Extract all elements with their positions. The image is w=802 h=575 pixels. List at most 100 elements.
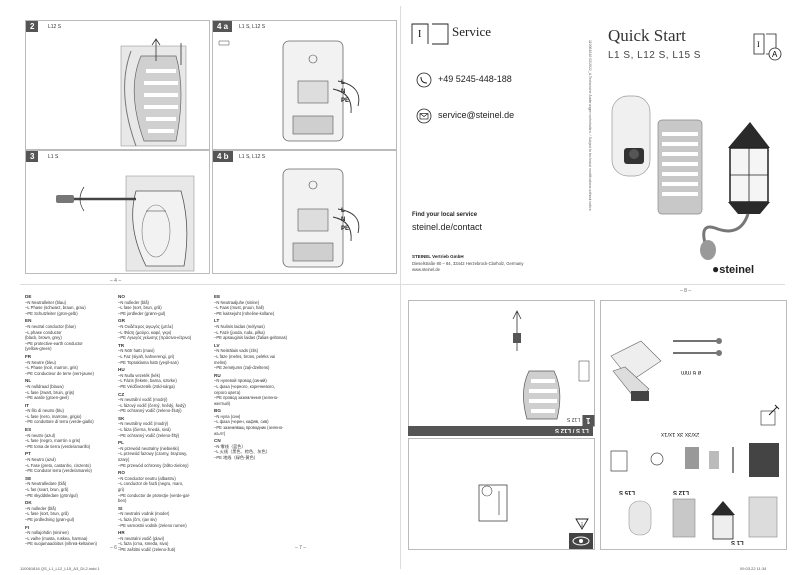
wire-description-line: –N Neutro (azul) [25,457,56,463]
find-service-label: Find your local service [412,212,478,218]
wire-description-line: –L fase (sort, brun, grå) [25,511,69,517]
wire-description-line: (yellow-green) [25,346,52,352]
footer-date: 09.03.22 11:34 [740,566,767,571]
step-label: L1 S, L12 S [239,24,266,30]
wire-description-line: –N Conductor neutru (albastru) [118,475,176,481]
illustration-lamp-cover [120,38,187,147]
svg-text:!: ! [581,520,583,527]
fold-line-horizontal [20,284,785,285]
wire-description-line: –PE провод заземления (зелено- [214,395,279,401]
step-number: 1 [581,415,594,426]
service-url[interactable]: steinel.de/contact [412,222,483,232]
language-code: FI [25,524,30,530]
step-number: 4 b [213,151,233,162]
phone-icon [416,72,432,88]
wire-description-line: –PE jordleder (grønn-gul) [118,310,166,316]
wire-description-line: –N Neitrālais vads (zils) [214,348,258,354]
company-name: STEINEL Vertrieb GmbH [412,254,464,259]
wire-description-line: –PE kaitsejuht (roheline-kollane) [214,310,275,316]
language-code: DK [25,500,32,506]
page-marker-4: – 4 – [110,278,122,284]
wire-label-pe: PE [341,226,350,232]
wire-description-line: –N нула (син) [214,413,241,419]
language-code: EE [214,294,221,299]
svg-text:I: I [757,40,760,49]
language-code: RO [118,470,125,476]
wire-description-line: –L fāze (melns, brūns, pelēks vai [214,353,276,359]
dimension-label: ø 6 mm [681,369,702,375]
wire-description-line: –N nevtralni vodnik (moder) [118,511,170,517]
language-code: LV [214,342,220,348]
model-label-l12s: L12 S [673,489,690,495]
wire-description-line: –L fase (sort, brun, grå) [118,305,162,311]
wire-description-line: –N nollajohdin (sininen) [25,530,69,536]
language-code: SK [118,415,125,421]
illustration-warning [478,484,508,522]
wire-label-n: N [341,89,346,95]
service-phone[interactable]: +49 5245-448-188 [438,74,512,84]
cover-panel: Quick Start L1 S, L12 S, L15 S I A ●stei… [600,18,790,278]
wire-description-line: –L Faz (siyah, kahverengi, gri) [118,353,175,359]
wire-description-line: –N Nulinis laidas (mėlynas) [214,323,265,329]
brand-name: steinel [719,264,755,276]
language-code: SI [118,505,123,511]
wire-description-line: –PE toma de tierra (verde/amarillo) [25,443,91,449]
wire-description-line: –N Ουδέτερος αγωγός (μπλε) [118,323,174,329]
wire-description-line: –PE jordledning (grøn-gul) [25,516,75,522]
service-email[interactable]: service@steinel.de [438,110,515,120]
wire-description-line: –L vaihe (musta, ruskea, harmaa) [25,535,88,541]
wire-description-line: –N 零线（蓝色） [214,443,246,449]
wire-label-l: L [341,80,345,86]
screw-count-label: 2x/3x 3x 1x/1x [661,431,700,437]
wire-description-line: –L 火线（黑色、棕色、灰色） [214,449,270,455]
language-code: PL [118,440,124,446]
wire-description-line: серого цвета) [214,389,241,395]
cover-subtitle: L1 S, L12 S, L15 S [608,50,701,61]
language-column-2: NO–N nulleder (blå)–L fase (sort, brun, … [118,292,210,553]
step-panel-2: 2 L12 S [25,20,210,150]
brand-dot-icon: ● [712,262,720,276]
wire-description-line: –PE Αγωγός γείωσης (πράσινο-κίτρινο) [118,335,192,341]
wire-description-line: –L Fazė (juoda, ruda, pilka) [214,329,265,335]
wire-label-l: L [341,208,345,214]
language-code: FR [25,353,32,359]
wire-description-line: –N neutrálny vodič (modrý) [118,421,169,427]
step-label: L12 S [48,24,62,30]
cover-title: Quick Start [608,26,686,45]
wire-description-line: –L Φάση (μαύρο, καφέ, γκρι) [118,329,172,335]
wire-description-line: –L fas (svart, brun, grå) [25,487,69,492]
wire-description-line: szary) [118,457,130,463]
illustration-screw-removal [512,310,590,420]
email-icon [416,108,432,124]
service-title: Service [452,24,491,39]
language-code: GR [118,318,125,324]
wire-description-line: –L fase (negro, marrón o gris) [25,438,81,444]
step-number: 2 [26,21,39,32]
wire-description-line: –PE ochranný vodič (zeleno-žlutý) [118,408,182,414]
wire-description-line: –L conductor de fază (negru, maro, [118,481,184,487]
wire-description-line: –L przewód fazowy (czarny, brązowy, [118,451,188,457]
wire-description-line: –L fase (nero, marrone, grigio) [25,413,82,419]
language-code: BG [214,408,221,414]
page-marker-7: – 7 – [295,545,307,551]
language-code: EN [25,318,32,324]
wire-description-line: –N neutralni vodič (plavi) [118,535,165,541]
language-code: RU [214,372,221,378]
wire-description-line: –PE Védővezeték (zöld-sárga) [118,383,175,389]
wire-description-line: –PE Schutzleiter (grün-gelb) [25,310,78,316]
wire-description-line: –PE 地线（绿色-黄色） [214,455,258,461]
svg-text:A: A [772,50,778,59]
step-number: 3 [26,151,39,162]
wire-description-line: –L фаза (черного, коричневого, [214,383,275,389]
language-code: DE [25,294,32,299]
wire-description-line: –L Phase (noir, marron, gris) [25,365,78,371]
eye-icon [572,536,590,546]
step-label: L1 S, L12 S [239,154,266,160]
step-panel-4a: 4 a L1 S, L12 S L N PE [212,20,397,150]
wire-description-line: –N nulleder (blå) [118,299,149,305]
margin-print-text: 110061816 03/2022_A Technische Änderunge… [588,40,592,212]
wire-description-line: ben) [118,498,127,504]
company-web[interactable]: www.steinel.de [412,267,440,272]
language-code: NO [118,294,125,299]
wire-description-line: –N przewód neutralny (niebieski) [118,445,179,451]
